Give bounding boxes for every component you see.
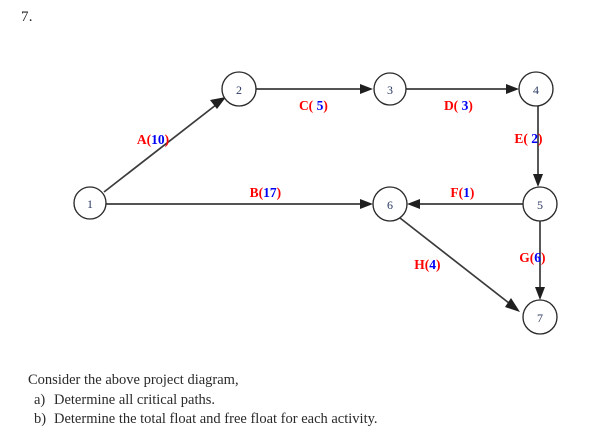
node-5[interactable]: 5 (522, 186, 558, 222)
prompt-item-a-text: Determine all critical paths. (54, 391, 216, 408)
node-3-circle (373, 72, 407, 106)
edge-label-h-letter: H( (414, 257, 430, 272)
edge-g-arrowhead (535, 287, 545, 300)
node-3-label: 3 (387, 83, 393, 97)
edge-h-line (399, 217, 515, 308)
edge-label-a: A(10) (114, 132, 186, 147)
edge-d-3-to-4 (406, 84, 519, 94)
prompt-lead-text: Consider the above project diagram, (28, 372, 239, 388)
node-7[interactable]: 7 (522, 299, 558, 335)
node-1[interactable]: 1 (73, 186, 107, 220)
prompt-item-b-text: Determine the total float and free float… (54, 411, 378, 427)
edge-label-d-letter: D( (444, 98, 462, 113)
edge-label-e: E( 2) (491, 131, 560, 146)
edge-h-6-to-7 (399, 217, 520, 312)
edge-label-c: C( 5) (275, 98, 344, 113)
prompt-item-a: a) Determine all critical paths. (28, 391, 588, 411)
edge-b-arrowhead (360, 199, 373, 209)
edge-label-f-number: 1 (463, 185, 470, 200)
edge-label-c-close: ) (323, 98, 328, 113)
edge-a-arrowhead (210, 97, 226, 109)
node-2-circle (221, 71, 257, 107)
project-network-diagram: 1 2 3 4 5 6 7 A(10) (73, 71, 563, 335)
edge-e-arrowhead (533, 174, 543, 187)
node-2-label: 2 (236, 83, 242, 97)
edge-e-4-to-5 (533, 106, 543, 187)
edge-label-g-close: ) (541, 250, 546, 265)
prompt-sub-questions: a) Determine all critical paths. b) Dete… (28, 391, 588, 430)
edge-d-arrowhead (506, 84, 519, 94)
node-4[interactable]: 4 (518, 71, 554, 107)
edge-label-f-close: ) (470, 185, 475, 200)
prompt-item-b-marker: b) (34, 411, 47, 427)
edge-h-arrowhead (505, 298, 520, 312)
edge-label-h-number: 4 (429, 257, 436, 272)
edge-f-5-to-6 (407, 199, 523, 209)
edge-g-5-to-7 (535, 221, 545, 300)
edge-b-1-to-6 (106, 199, 373, 209)
node-7-label: 7 (537, 311, 543, 325)
edge-label-d-close: ) (468, 98, 473, 113)
edge-label-e-letter: E( (514, 131, 531, 146)
edge-c-2-to-3 (256, 84, 373, 94)
edge-label-b-close: ) (277, 185, 282, 200)
edge-label-d-number: 3 (462, 98, 469, 113)
node-6[interactable]: 6 (372, 186, 408, 222)
edge-label-h: H(4) (391, 257, 458, 272)
edge-label-e-number: 2 (531, 131, 538, 146)
edge-label-a-letter: A( (137, 132, 152, 147)
question-number: 7. (21, 9, 33, 25)
node-6-circle (372, 186, 408, 222)
question-prompt: Consider the above project diagram, a) D… (28, 371, 588, 430)
edge-label-b-letter: B( (250, 185, 264, 200)
node-4-circle (518, 71, 554, 107)
prompt-item-b: b) Determine the total float and free fl… (28, 410, 588, 430)
edge-label-g-number: 6 (534, 250, 541, 265)
edge-label-c-letter: C( (299, 98, 317, 113)
edge-c-arrowhead (360, 84, 373, 94)
edge-label-g: G(6) (496, 250, 563, 265)
edge-a-1-to-2 (103, 97, 226, 193)
node-3[interactable]: 3 (373, 72, 407, 106)
edge-label-c-number: 5 (317, 98, 324, 113)
node-5-circle (522, 186, 558, 222)
edge-label-f: F(1) (427, 185, 492, 200)
node-6-label: 6 (387, 198, 393, 212)
node-5-label: 5 (537, 198, 543, 212)
edge-label-e-close: ) (538, 131, 543, 146)
prompt-item-a-marker: a) (34, 391, 46, 408)
node-2[interactable]: 2 (221, 71, 257, 107)
edge-label-d: D( 3) (420, 98, 489, 113)
node-1-label: 1 (87, 197, 93, 211)
edge-label-h-close: ) (436, 257, 441, 272)
edge-label-b-number: 17 (263, 185, 277, 200)
edge-label-b: B(17) (226, 185, 298, 200)
edge-label-a-close: ) (165, 132, 170, 147)
edge-f-arrowhead (407, 199, 420, 209)
edge-a-line (103, 100, 222, 193)
node-7-circle (522, 299, 558, 335)
edge-label-g-letter: G( (519, 250, 535, 265)
node-1-circle (73, 186, 107, 220)
edge-label-f-letter: F( (450, 185, 463, 200)
node-4-label: 4 (533, 83, 539, 97)
edge-label-a-number: 10 (151, 132, 165, 147)
